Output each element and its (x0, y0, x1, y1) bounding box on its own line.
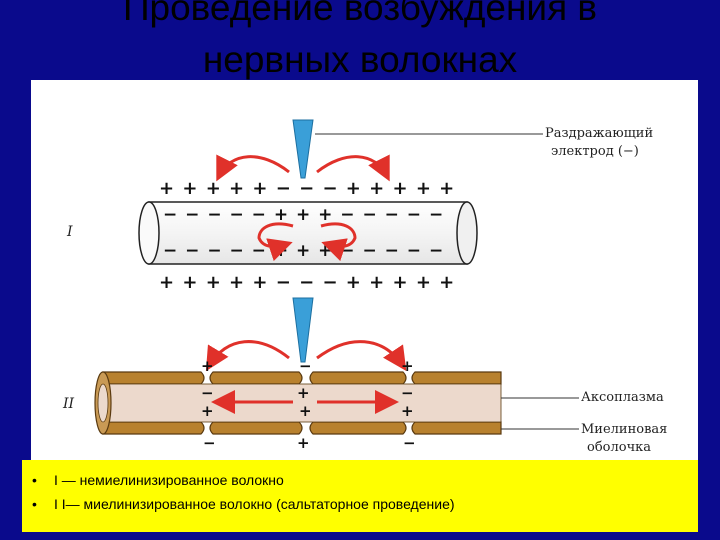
outer-charges-top: + + + + + − − − + + + + + (159, 178, 455, 199)
nerve-fiber-diagram: + + + + + − − − + + + + + − − − − − + + … (94, 119, 579, 452)
current-arrow-inner-right (320, 222, 357, 262)
node-charges: +−+− −+++ +−+− (201, 357, 416, 452)
saltatory-arrow-top-right (316, 340, 407, 371)
caption-box: • I — немиелинизированное волокно • I I— м… (22, 460, 698, 532)
caption-text-2: I I— миелинизированное волокно (сальтато… (54, 496, 455, 512)
svg-text:+: + (401, 402, 414, 420)
inner-charges-bottom-row: − − − − − + + + − − − − − (163, 241, 444, 261)
svg-text:+: + (299, 402, 312, 420)
current-arrow-inner-left (257, 222, 294, 262)
axoplasm-label: Аксоплазма (581, 390, 664, 405)
svg-text:+: + (297, 384, 310, 402)
svg-text:−: − (403, 434, 416, 452)
inner-charges-top-row: − − − − − + + + − − − − − (163, 205, 444, 225)
fiber-right-end (456, 201, 478, 265)
electrode-label-line-2: электрод (−) (551, 144, 639, 159)
svg-text:+: + (201, 357, 214, 375)
slide-title-line-2: нервных волокнах (202, 39, 518, 80)
myelin-label-line-2: оболочка (587, 440, 652, 455)
caption-text-1: I — немиелинизированное волокно (54, 472, 284, 488)
section-label-2: II (63, 396, 75, 412)
current-arrow-top-left (216, 154, 290, 182)
svg-text:−: − (299, 357, 312, 375)
slide-title-line-1: Проведение возбуждения в (122, 0, 598, 28)
fiber-left-end (138, 201, 160, 265)
section-label-1: I (67, 224, 73, 240)
stimulating-electrode-1 (292, 119, 314, 179)
svg-text:+: + (201, 402, 214, 420)
myelin-label-line-1: Миелиновая (581, 422, 668, 437)
saltatory-arrow-top-left (205, 340, 290, 372)
bullet: • (32, 496, 37, 512)
svg-text:−: − (201, 384, 214, 402)
svg-text:+: + (401, 357, 414, 375)
axoplasm (102, 383, 502, 423)
svg-text:+: + (297, 434, 310, 452)
caption-item-1: • I — немиелинизированное волокно (32, 472, 284, 488)
nerve-fiber-figure: + + + + + − − − + + + + + − − − − − + + … (31, 80, 698, 460)
svg-text:−: − (401, 384, 414, 402)
caption-item-2: • I I— миелинизированное волокно (сальтат… (32, 496, 455, 512)
outer-charges-bottom: + + + + + − − − + + + + + (159, 272, 455, 293)
stimulating-electrode-2 (292, 297, 314, 363)
svg-text:−: − (203, 434, 216, 452)
electrode-label-line-1: Раздражающий (545, 126, 654, 141)
current-arrow-top-right (316, 154, 390, 182)
bullet: • (32, 472, 37, 488)
